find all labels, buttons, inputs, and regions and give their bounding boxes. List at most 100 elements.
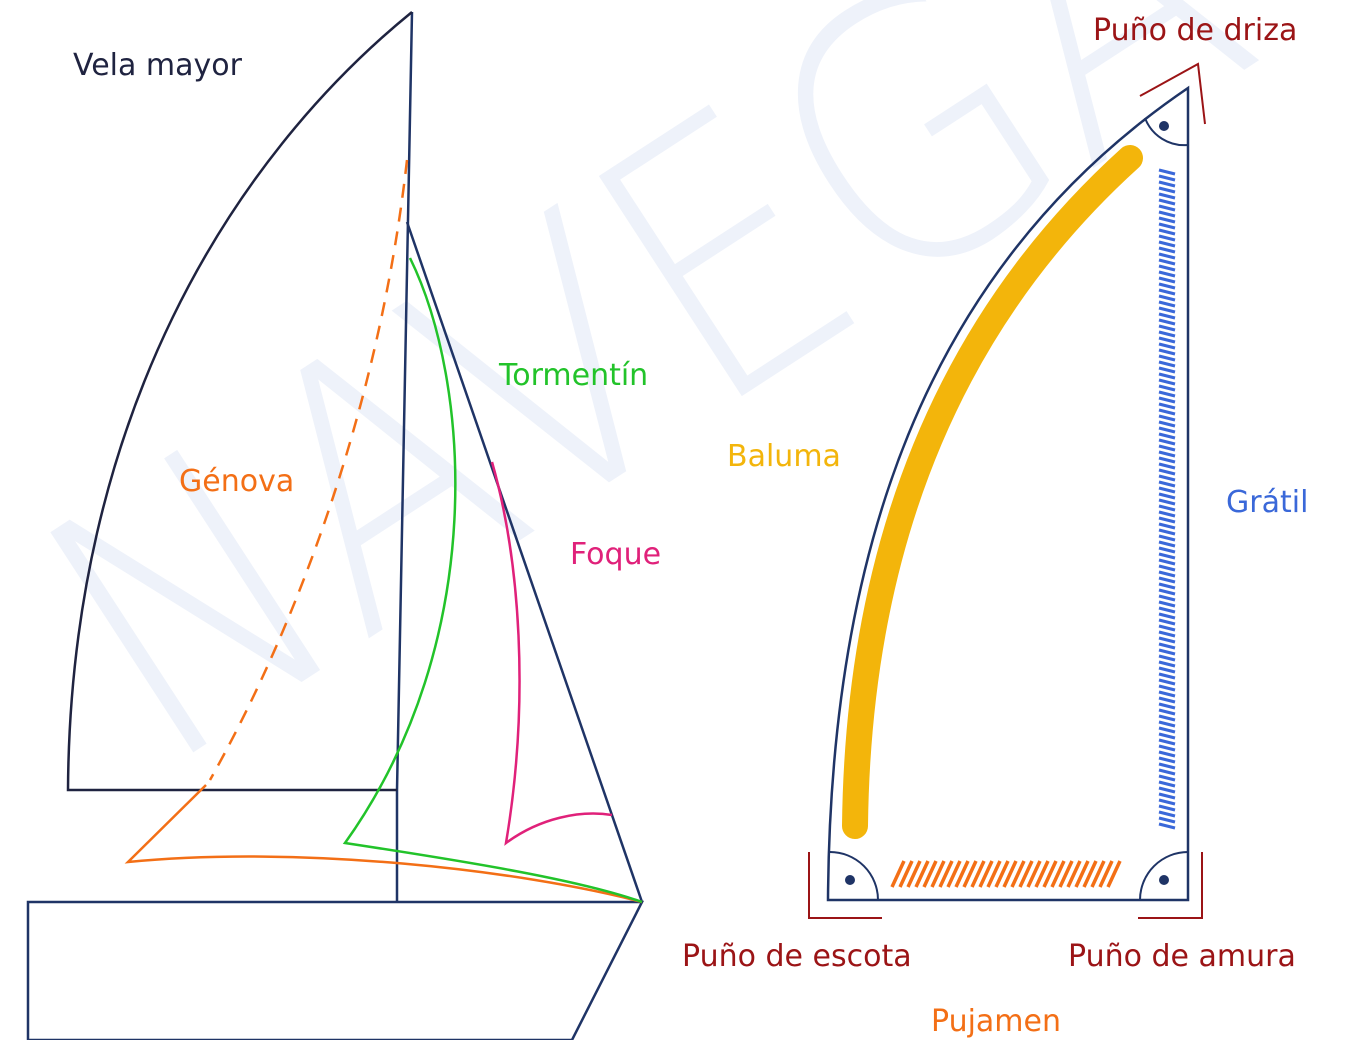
clew-grommet xyxy=(845,875,855,885)
luff-hatch-stroke xyxy=(1158,288,1176,296)
leech-highlight xyxy=(842,145,1143,839)
luff-hatch-stroke xyxy=(1158,522,1176,530)
luff-hatch-stroke xyxy=(1158,330,1176,338)
label-puno-de-escota: Puño de escota xyxy=(682,939,912,974)
luff-hatch-stroke xyxy=(1158,258,1176,266)
luff-hatch-stroke xyxy=(1158,492,1176,500)
luff-hatch-stroke xyxy=(1158,630,1176,638)
luff-hatch-stroke xyxy=(1158,594,1176,602)
luff-hatch-stroke xyxy=(1158,516,1176,524)
tack-corner-arc xyxy=(1139,851,1189,901)
luff-hatch-stroke xyxy=(1158,678,1176,686)
sail-outline xyxy=(826,85,1190,902)
foot-hatch-stroke xyxy=(1082,860,1098,888)
luff-hatch-stroke xyxy=(1158,642,1176,650)
label-gratil: Grátil xyxy=(1226,485,1308,520)
luff-hatch-stroke xyxy=(1158,264,1176,272)
luff-hatch-stroke xyxy=(1158,636,1176,644)
luff-hatch-stroke xyxy=(1158,564,1176,572)
luff-hatch-stroke xyxy=(1158,300,1176,308)
luff-hatch-stroke xyxy=(1158,384,1176,392)
head-corner-arc xyxy=(1144,117,1189,147)
luff-hatch-stroke xyxy=(1158,414,1176,422)
luff-hatch-stroke xyxy=(1158,438,1176,446)
luff-hatch-stroke xyxy=(1158,342,1176,350)
luff-hatch-stroke xyxy=(1158,798,1176,806)
luff-hatch-stroke xyxy=(1158,222,1176,230)
luff-hatch-stroke xyxy=(1158,396,1176,404)
luff-hatch-stroke xyxy=(1158,612,1176,620)
foot-hatch-stroke xyxy=(986,860,1002,888)
luff-hatching xyxy=(1158,168,1176,830)
label-genova: Génova xyxy=(179,464,294,499)
luff-hatch-stroke xyxy=(1158,780,1176,788)
foot-hatch-stroke xyxy=(914,860,930,888)
luff-hatch-stroke xyxy=(1158,498,1176,506)
foot-hatch-stroke xyxy=(1066,860,1082,888)
luff-hatch-stroke xyxy=(1158,606,1176,614)
luff-hatch-stroke xyxy=(1158,168,1176,176)
foot-hatch-stroke xyxy=(1026,860,1042,888)
luff-hatch-stroke xyxy=(1158,252,1176,260)
luff-hatch-stroke xyxy=(1158,582,1176,590)
luff-hatch-stroke xyxy=(1158,240,1176,248)
luff-hatch-stroke xyxy=(1158,810,1176,818)
tack-grommet xyxy=(1159,875,1169,885)
luff-hatch-stroke xyxy=(1158,378,1176,386)
storm-jib xyxy=(342,257,643,904)
foot-hatch-stroke xyxy=(954,860,970,888)
luff-hatch-stroke xyxy=(1158,276,1176,284)
luff-hatch-stroke xyxy=(1158,180,1176,188)
luff-hatch-stroke xyxy=(1158,774,1176,782)
luff-hatch-stroke xyxy=(1158,816,1176,824)
foot-hatch-stroke xyxy=(930,860,946,888)
label-pujamen: Pujamen xyxy=(931,1004,1061,1039)
label-vela-mayor: Vela mayor xyxy=(73,48,243,83)
sailboat: Vela mayor Génova Tormentín Foque xyxy=(26,11,661,1040)
luff-hatch-stroke xyxy=(1158,456,1176,464)
luff-hatch-stroke xyxy=(1158,360,1176,368)
foot-hatch-stroke xyxy=(890,860,906,888)
luff-hatch-stroke xyxy=(1158,198,1176,206)
foot-hatch-stroke xyxy=(1074,860,1090,888)
luff-hatch-stroke xyxy=(1158,186,1176,194)
luff-hatch-stroke xyxy=(1158,270,1176,278)
genoa-leech-dashed xyxy=(208,159,409,781)
luff-hatch-stroke xyxy=(1158,318,1176,326)
luff-hatch-stroke xyxy=(1158,402,1176,410)
luff-hatch-stroke xyxy=(1158,444,1176,452)
luff-hatch-stroke xyxy=(1158,432,1176,440)
watermark: NAVEGA xyxy=(0,0,1314,845)
luff-hatch-stroke xyxy=(1158,294,1176,302)
luff-hatch-stroke xyxy=(1158,660,1176,668)
luff-hatch-stroke xyxy=(1158,696,1176,704)
foot-hatch-stroke xyxy=(962,860,978,888)
luff-hatch-stroke xyxy=(1158,588,1176,596)
clew-bracket xyxy=(808,852,882,919)
luff-hatch-stroke xyxy=(1158,552,1176,560)
luff-hatch-stroke xyxy=(1158,546,1176,554)
luff-hatch-stroke xyxy=(1158,324,1176,332)
luff-hatch-stroke xyxy=(1158,372,1176,380)
luff-hatch-stroke xyxy=(1158,486,1176,494)
luff-hatch-stroke xyxy=(1158,282,1176,290)
luff-hatch-stroke xyxy=(1158,684,1176,692)
head-grommet xyxy=(1159,121,1169,131)
luff-hatch-stroke xyxy=(1158,462,1176,470)
luff-hatch-stroke xyxy=(1158,336,1176,344)
luff-hatch-stroke xyxy=(1158,228,1176,236)
foot-hatch-stroke xyxy=(1042,860,1058,888)
luff-hatch-stroke xyxy=(1158,804,1176,812)
luff-hatch-stroke xyxy=(1158,750,1176,758)
luff-hatch-stroke xyxy=(1158,792,1176,800)
label-puno-de-amura: Puño de amura xyxy=(1068,939,1296,974)
luff-hatch-stroke xyxy=(1158,714,1176,722)
luff-hatch-stroke xyxy=(1158,756,1176,764)
foot-hatch-stroke xyxy=(1106,860,1122,888)
luff-hatch-stroke xyxy=(1158,666,1176,674)
clew-corner-arc xyxy=(829,851,879,901)
luff-hatch-stroke xyxy=(1158,648,1176,656)
luff-hatch-stroke xyxy=(1158,708,1176,716)
luff-hatch-stroke xyxy=(1158,174,1176,182)
foot-hatch-stroke xyxy=(1058,860,1074,888)
